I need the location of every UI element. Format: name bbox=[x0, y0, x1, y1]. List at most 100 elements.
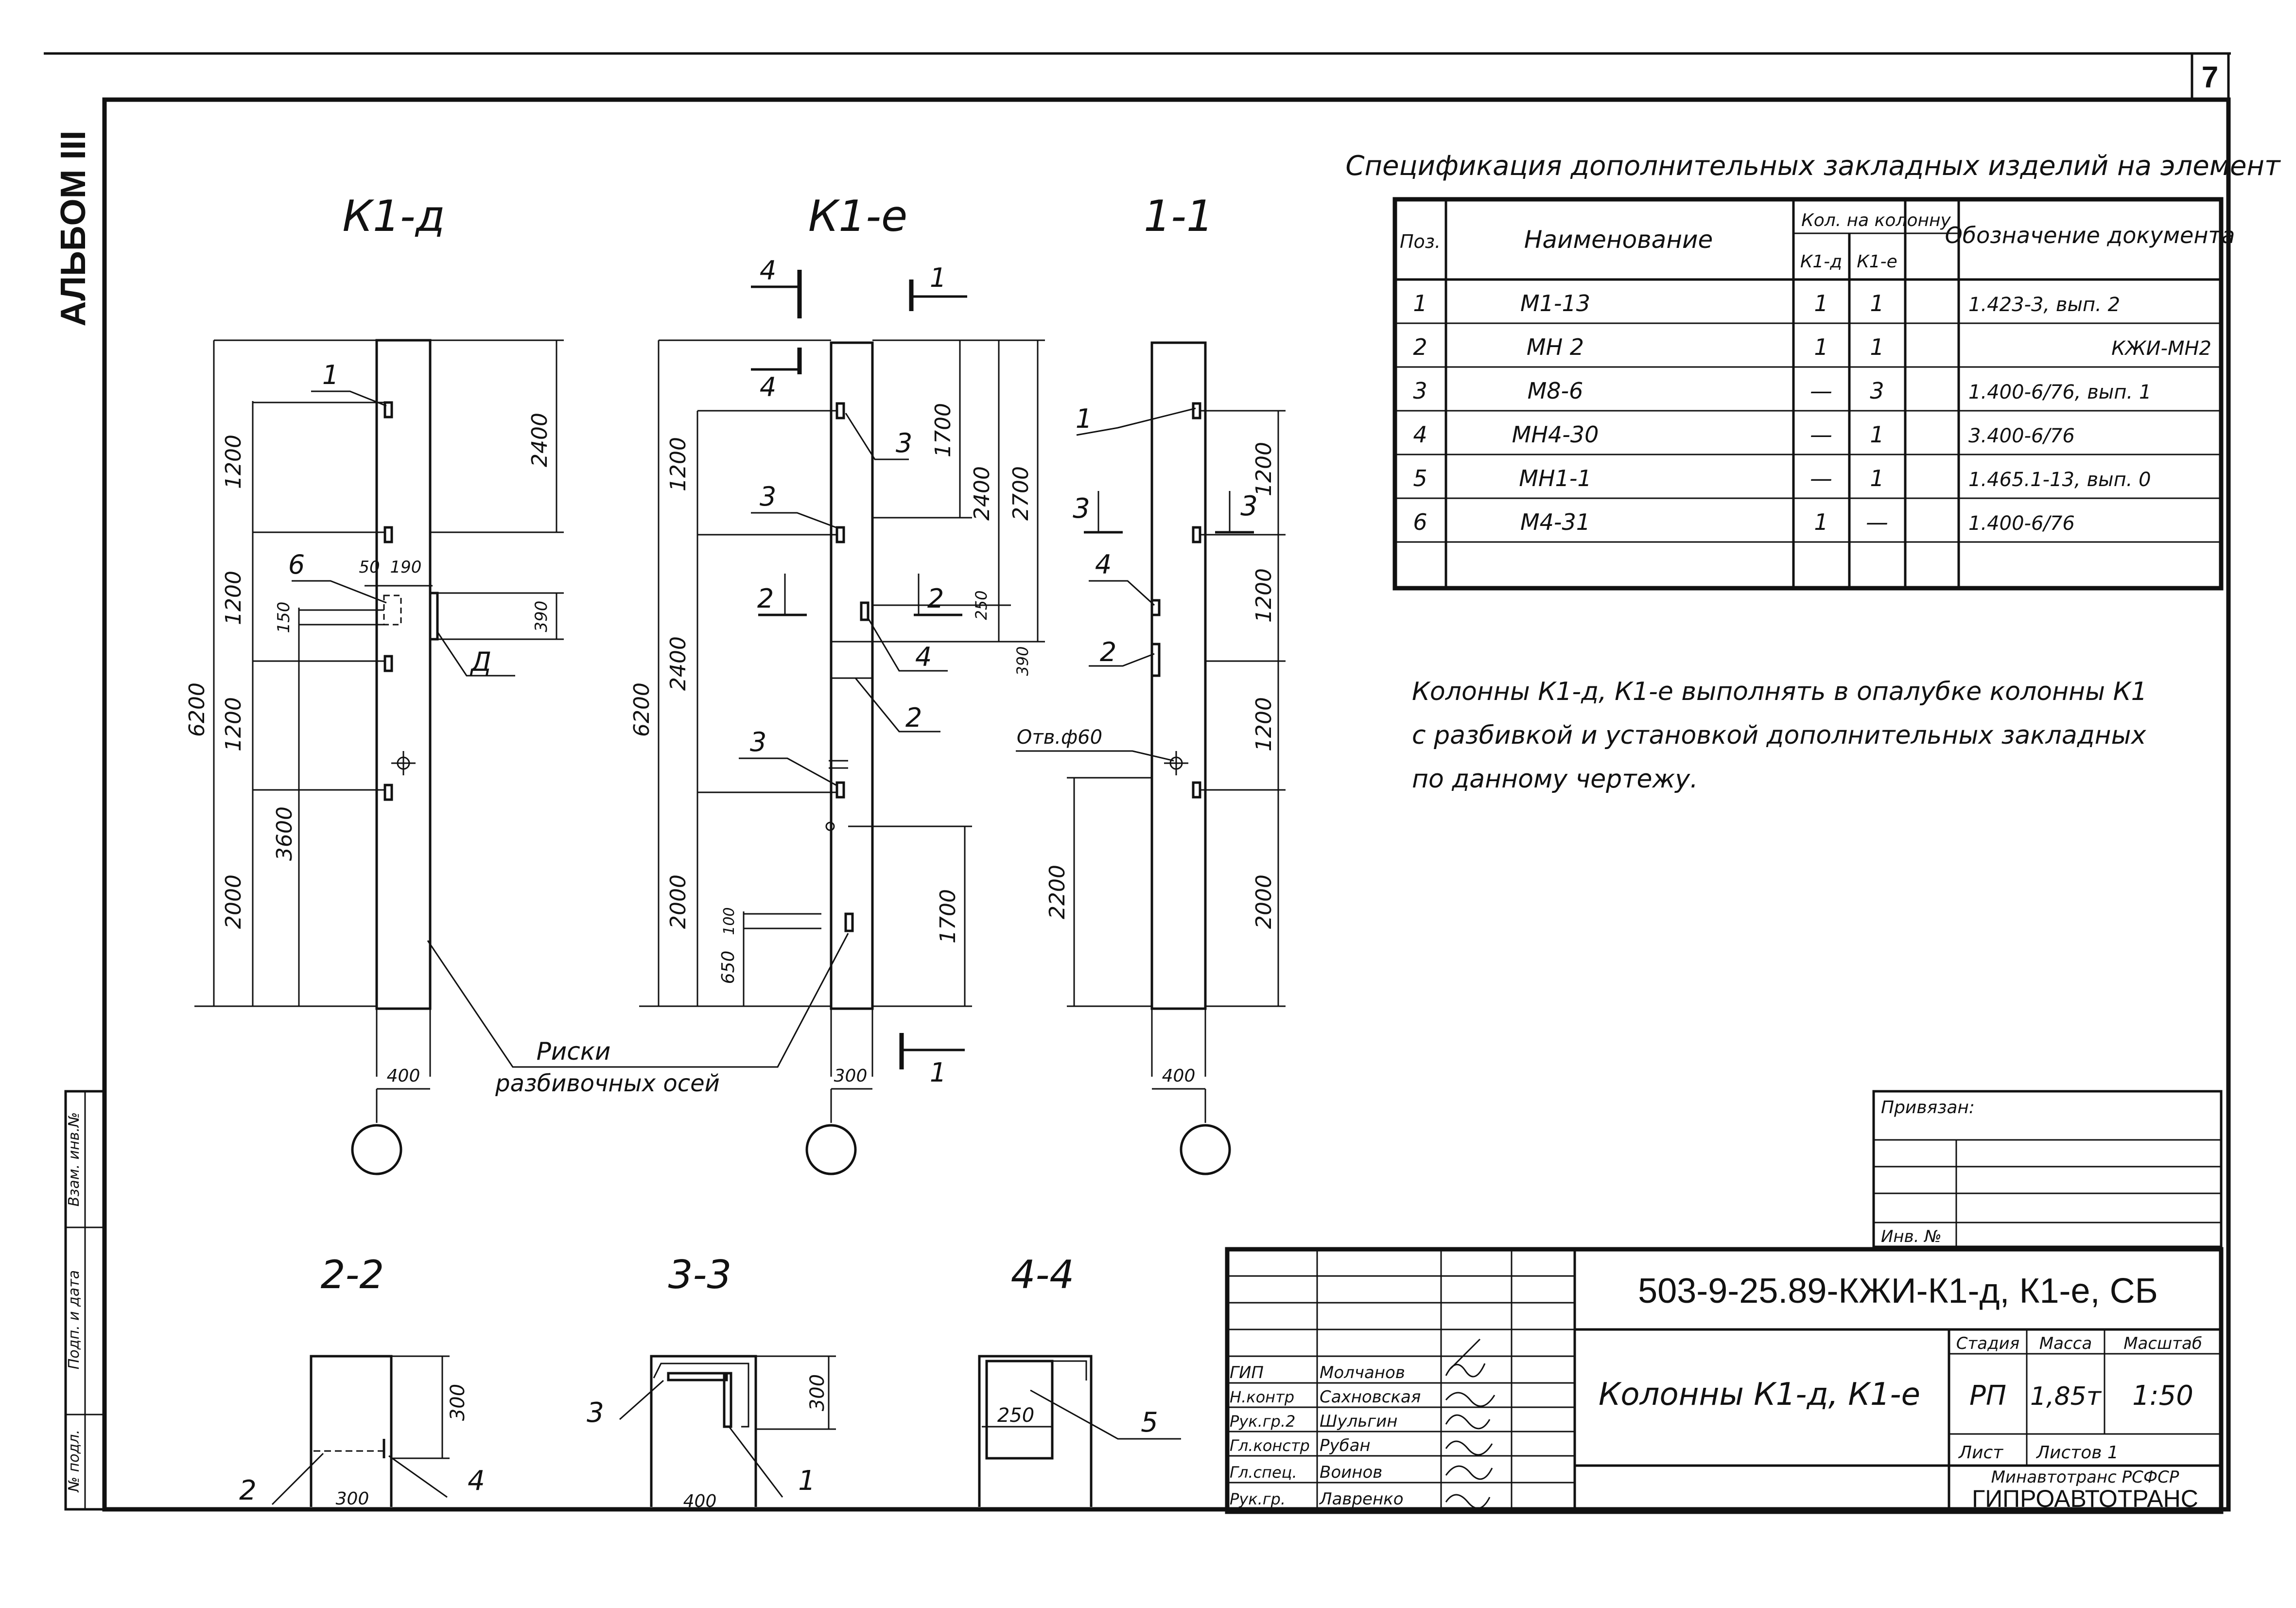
leader-note-line2: разбивочных осей bbox=[495, 1070, 720, 1097]
spec-cell: 1 bbox=[1870, 334, 1884, 360]
signature bbox=[1445, 1440, 1493, 1456]
dim: 1700 bbox=[931, 403, 956, 457]
spec-cell: 1 bbox=[1814, 334, 1828, 360]
dim: 2000 bbox=[666, 874, 691, 929]
dim: 1200 bbox=[1252, 697, 1276, 752]
dim: 1200 bbox=[221, 697, 246, 752]
spec-cell: — bbox=[1810, 378, 1832, 404]
stage-header: Стадия bbox=[1956, 1334, 2019, 1353]
dim: 3600 bbox=[272, 806, 297, 861]
spec-cell: 1 bbox=[1814, 509, 1828, 535]
axis-marker bbox=[805, 1124, 857, 1175]
embed-part bbox=[383, 655, 393, 672]
spec-cell: 5 bbox=[1413, 465, 1427, 491]
section-mark: 2 bbox=[757, 583, 774, 614]
embed-part-dashed bbox=[383, 594, 402, 626]
embed-part bbox=[860, 601, 870, 621]
spec-header-qty-d: К1-д bbox=[1800, 252, 1842, 272]
spec-cell: МН 2 bbox=[1527, 334, 1584, 360]
dim: 300 bbox=[336, 1489, 369, 1509]
embed-part bbox=[1150, 599, 1161, 616]
section-3-3: 3-3 300 400 3 1 bbox=[587, 1252, 836, 1511]
view-k1e: К1-е 1200 2400 bbox=[629, 191, 1045, 1175]
callout: Д bbox=[470, 647, 491, 677]
dim: 2400 bbox=[970, 466, 994, 521]
role: Гл.спец. bbox=[1230, 1463, 1297, 1482]
callout: 2 bbox=[1100, 637, 1116, 667]
spec-row: 5 МН1-1 — 1 1.465.1-13, вып. 0 bbox=[1413, 465, 2151, 491]
spec-cell: МН1-1 bbox=[1519, 465, 1591, 491]
spec-cell: КЖИ-МН2 bbox=[2111, 337, 2211, 360]
spec-cell: М4-31 bbox=[1520, 509, 1590, 535]
spec-header-doc: Обозначение документа bbox=[1945, 222, 2235, 248]
album-label: АЛЬБОМ III bbox=[54, 131, 93, 327]
dim: 300 bbox=[806, 1374, 829, 1411]
name: Молчанов bbox=[1320, 1363, 1405, 1382]
dim: 400 bbox=[387, 1066, 420, 1086]
dim: 2700 bbox=[1009, 466, 1033, 521]
section-mark: 1 bbox=[930, 262, 946, 293]
embed-part bbox=[1192, 402, 1201, 419]
spec-row: 2 МН 2 1 1 КЖИ-МН2 bbox=[1413, 334, 2211, 360]
dim: 2200 bbox=[1045, 865, 1070, 919]
callout: 1 bbox=[1076, 403, 1092, 434]
dim: 1200 bbox=[666, 437, 691, 491]
side-stamp: Взам. инв.№ Подп. и дата № подл. bbox=[64, 1090, 106, 1511]
callout: 4 bbox=[915, 642, 932, 672]
role: Рук.гр.2 bbox=[1230, 1412, 1295, 1431]
callout: 1 bbox=[798, 1465, 816, 1497]
sheet-header: Лист bbox=[1958, 1443, 2003, 1463]
embed-part bbox=[383, 784, 393, 801]
note-line-1: Колонны К1-д, К1-е выполнять в опалубке … bbox=[1412, 677, 2147, 706]
spec-cell: — bbox=[1810, 465, 1832, 491]
dim: 1200 bbox=[1252, 568, 1276, 623]
stage-value: РП bbox=[1969, 1380, 2006, 1412]
general-note: Колонны К1-д, К1-е выполнять в опалубке … bbox=[1412, 677, 2147, 794]
spec-cell: 3.400-6/76 bbox=[1968, 425, 2075, 447]
dim: 1200 bbox=[221, 571, 246, 625]
column-k1e bbox=[830, 341, 874, 1010]
section-mark: 2 bbox=[927, 583, 944, 614]
name: Шульгин bbox=[1320, 1412, 1397, 1431]
callout: 5 bbox=[1141, 1407, 1158, 1438]
view-1-1-title: 1-1 bbox=[1144, 191, 1214, 241]
sheets-header: Листов 1 bbox=[2035, 1443, 2119, 1463]
dim: 190 bbox=[390, 558, 422, 577]
view-k1d-title: К1-д bbox=[342, 191, 445, 241]
view-k1d: К1-д 1200 1200 1200 bbox=[185, 191, 564, 1175]
signature bbox=[1445, 1465, 1493, 1480]
callout: 6 bbox=[288, 549, 305, 580]
mass-value: 1,85т bbox=[2030, 1382, 2102, 1411]
spec-header-pos: Поз. bbox=[1400, 231, 1441, 252]
role: ГИП bbox=[1230, 1363, 1264, 1382]
signature bbox=[1445, 1414, 1491, 1430]
spec-cell: 3 bbox=[1413, 378, 1427, 404]
spec-cell: МН4-30 bbox=[1512, 421, 1599, 448]
section-mark: 1 bbox=[930, 1057, 946, 1088]
signature bbox=[1445, 1494, 1491, 1509]
callout: 4 bbox=[468, 1465, 485, 1497]
spec-cell: М1-13 bbox=[1520, 290, 1590, 316]
embed-plate bbox=[429, 592, 439, 641]
spec-table: Спецификация дополнительных закладных из… bbox=[1345, 150, 2281, 591]
spec-row: 4 МН4-30 — 1 3.400-6/76 bbox=[1413, 421, 2074, 448]
dim: 1700 bbox=[936, 889, 960, 944]
view-k1e-title: К1-е bbox=[808, 191, 907, 241]
signature bbox=[1445, 1338, 1486, 1378]
section-mark: 3 bbox=[1240, 490, 1258, 522]
dim: 6200 bbox=[629, 682, 654, 737]
name: Рубан bbox=[1320, 1436, 1371, 1455]
role: Гл.констр bbox=[1230, 1436, 1310, 1455]
embed-part bbox=[1150, 643, 1161, 677]
drawing-code: 503-9-25.89-КЖИ-К1-д, К1-е, СБ bbox=[1638, 1272, 2158, 1311]
spec-cell: 1 bbox=[1870, 290, 1884, 316]
callout: 2 bbox=[905, 702, 922, 733]
embed-part bbox=[835, 526, 845, 543]
spec-cell: 2 bbox=[1413, 334, 1427, 360]
spec-header-qty: Кол. на колонну bbox=[1801, 210, 1951, 230]
section-mark: 4 bbox=[760, 372, 776, 402]
role: Рук.гр. bbox=[1230, 1490, 1286, 1508]
scale-header: Масштаб bbox=[2123, 1334, 2202, 1353]
hole-label: Отв.ф60 bbox=[1017, 726, 1102, 749]
title-block: Привязан: Инв. № ГИП Н.контр Рук.гр.2 Гл… bbox=[1225, 1090, 2224, 1514]
